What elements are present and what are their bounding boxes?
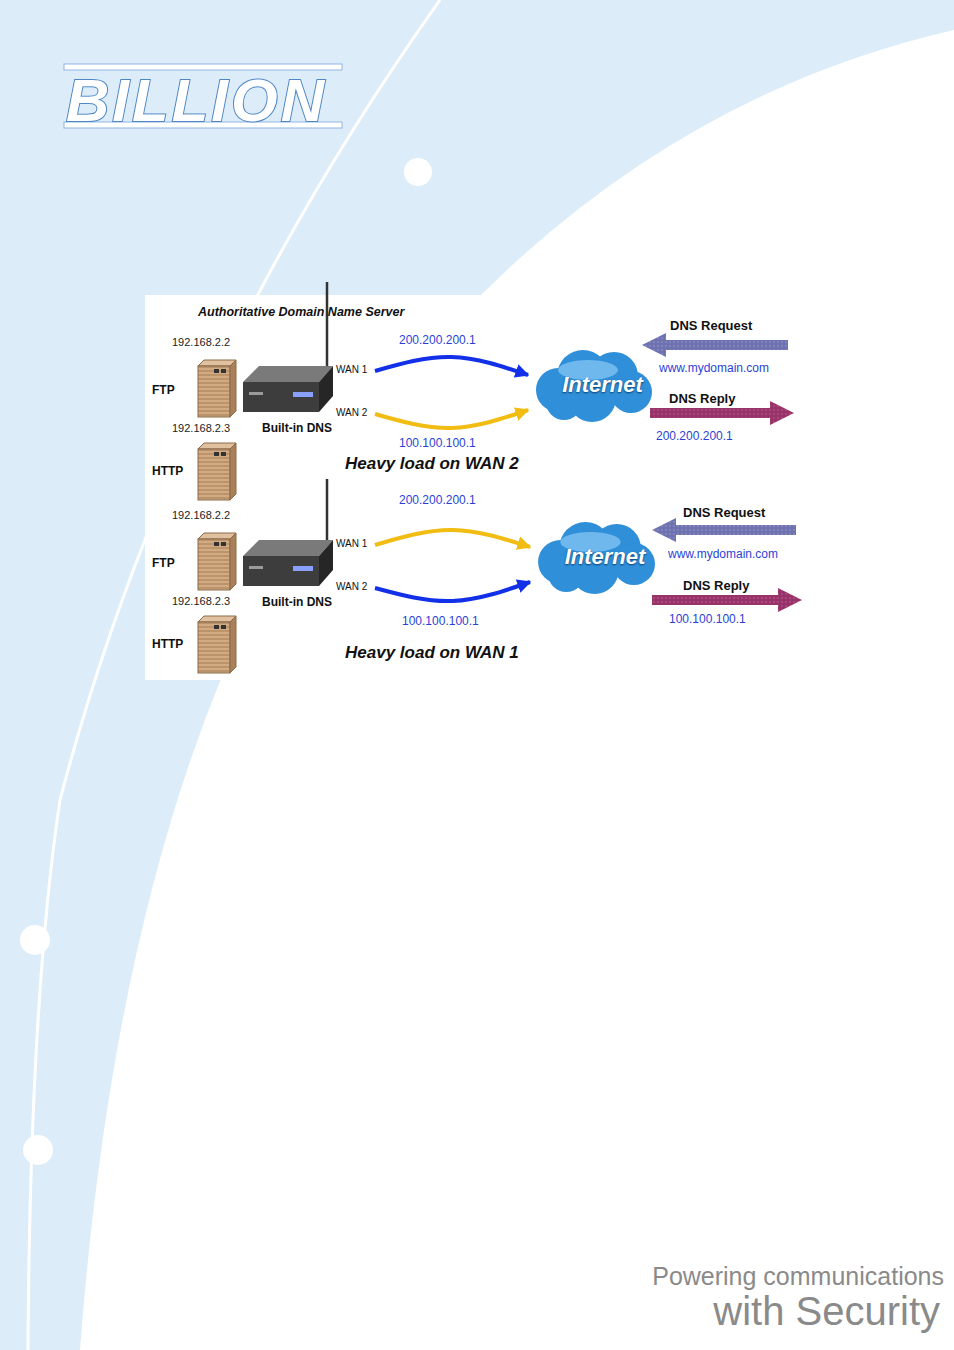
dns-request-arrow	[642, 333, 788, 357]
ip-label: 100.100.100.1	[397, 437, 478, 451]
scenario-caption: Heavy load on WAN 2	[345, 454, 519, 474]
ip-label: 200.200.200.1	[397, 494, 478, 508]
ip-label: 200.200.200.1	[656, 430, 733, 444]
port-label: WAN 1	[336, 364, 367, 376]
port-label: WAN 2	[336, 581, 367, 593]
ip-label: 200.200.200.1	[397, 334, 478, 348]
service-name: HTTP	[152, 638, 183, 652]
port-label: WAN 2	[336, 407, 367, 419]
cloud-label: Internet	[528, 372, 677, 397]
server-icon	[198, 616, 236, 673]
domain-label: www.mydomain.com	[668, 548, 778, 562]
scenario-caption: Heavy load on WAN 1	[345, 643, 519, 663]
swoosh-dot	[404, 158, 432, 186]
internet-cloud: Internet	[530, 520, 680, 594]
router-node: WAN 1WAN 2Built-in DNS	[243, 358, 375, 420]
router-node: WAN 1WAN 2Built-in DNS	[243, 532, 375, 594]
service-name: FTP	[152, 557, 175, 571]
logo-wordmark: BILLION	[66, 66, 327, 135]
device-label: Built-in DNS	[262, 422, 332, 436]
diagram-panel	[145, 295, 820, 680]
swoosh-dot	[20, 925, 50, 955]
service-name: HTTP	[152, 465, 183, 479]
wan-link	[375, 582, 530, 601]
arrow-label: DNS Reply	[669, 392, 735, 407]
slogan: Powering communications	[652, 1262, 944, 1291]
ip-address: 192.168.2.3	[172, 422, 230, 435]
wan-link	[375, 357, 528, 375]
domain-label: www.mydomain.com	[659, 362, 769, 376]
server-node: 192.168.2.2FTP	[198, 533, 236, 590]
ip-address: 192.168.2.2	[172, 509, 230, 522]
ip-address: 192.168.2.2	[172, 336, 230, 349]
white-sweep	[80, 30, 954, 1350]
diagram-title: Authoritative Domain Name Server	[196, 305, 406, 319]
service-name: FTP	[152, 384, 175, 398]
wan-link	[375, 530, 530, 547]
ip-address: 192.168.2.3	[172, 595, 230, 608]
server-node: 192.168.2.3HTTP	[198, 616, 236, 673]
port-label: WAN 1	[336, 538, 367, 550]
arrow-label: DNS Reply	[683, 579, 749, 594]
dns-request-arrow	[652, 518, 796, 542]
server-node: 192.168.2.3HTTP	[198, 443, 236, 500]
internet-cloud: Internet	[528, 348, 677, 422]
arrow-label: DNS Request	[683, 506, 765, 521]
slogan: with Security	[713, 1288, 940, 1334]
server-icon	[198, 443, 236, 500]
device-label: Built-in DNS	[262, 596, 332, 610]
cloud-label: Internet	[530, 544, 680, 569]
wan-link	[375, 410, 528, 428]
server-icon	[198, 360, 236, 417]
swoosh-dot	[23, 1135, 53, 1165]
ip-label: 100.100.100.1	[400, 615, 481, 629]
arrow-label: DNS Request	[670, 319, 752, 334]
server-icon	[198, 533, 236, 590]
ip-label: 100.100.100.1	[669, 613, 746, 627]
server-node: 192.168.2.2FTP	[198, 360, 236, 417]
